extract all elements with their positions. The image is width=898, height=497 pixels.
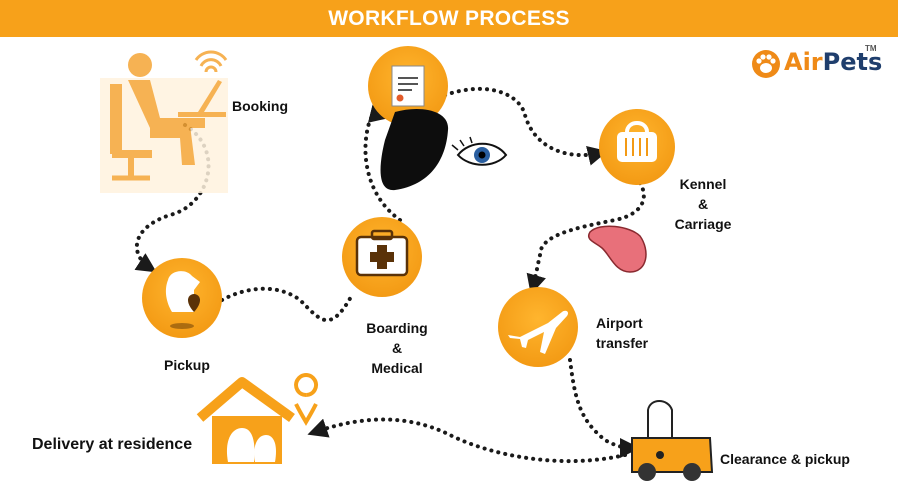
label-kennel: Kennel & Carriage — [668, 174, 738, 234]
path-pickup-to-boarding — [220, 286, 354, 322]
label-boarding-line2: & — [391, 340, 403, 356]
certificate-icon — [368, 46, 448, 126]
label-boarding: Boarding & Medical — [362, 318, 432, 378]
path-boarding-to-certificate — [363, 103, 402, 222]
path-airport-to-clearance — [568, 358, 640, 458]
label-booking: Booking — [232, 98, 288, 114]
path-booking-to-pickup — [134, 123, 211, 273]
label-pickup: Pickup — [164, 357, 210, 373]
dog-ear-icon — [380, 109, 449, 191]
logo-wordmark: AirPets — [784, 48, 882, 76]
logo-part-pets: Pets — [822, 48, 883, 76]
medical-kit-icon — [342, 217, 422, 297]
label-clearance: Clearance & pickup — [720, 451, 850, 467]
label-delivery: Delivery at residence — [32, 436, 193, 453]
dog-car-icon — [631, 400, 714, 481]
label-airport-line2: transfer — [596, 335, 649, 351]
house-pets-icon — [196, 377, 295, 464]
airpets-logo: AirPets TM — [748, 44, 888, 80]
person-laptop-icon — [100, 50, 228, 193]
label-kennel-line2: & — [697, 196, 709, 212]
label-boarding-line1: Boarding — [366, 320, 428, 336]
path-clearance-to-delivery — [307, 417, 627, 464]
dog-location-icon — [142, 258, 222, 338]
label-boarding-line3: Medical — [371, 360, 423, 376]
label-kennel-line3: Carriage — [674, 216, 732, 232]
pet-carrier-icon — [599, 109, 675, 185]
logo-trademark: TM — [865, 44, 877, 53]
paw-icon — [752, 50, 780, 78]
location-pin-icon — [294, 373, 319, 426]
page-title: WORKFLOW PROCESS — [0, 0, 898, 37]
label-airport: Airport transfer — [596, 313, 648, 353]
logo-part-air: Air — [784, 48, 823, 76]
label-airport-line1: Airport — [596, 315, 643, 331]
eye-icon — [451, 136, 508, 166]
path-kennel-to-airport — [526, 181, 646, 295]
airplane-icon — [498, 287, 578, 367]
path-certificate-to-kennel — [443, 86, 608, 166]
tongue-icon — [588, 225, 647, 273]
label-kennel-line1: Kennel — [679, 176, 727, 192]
